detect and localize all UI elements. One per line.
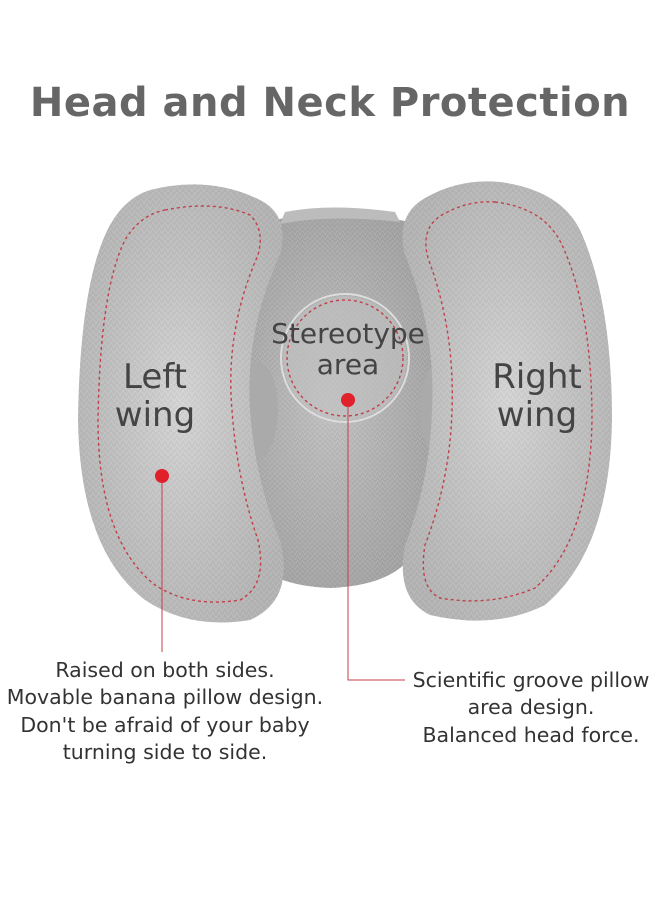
groove-circle xyxy=(280,293,410,423)
left-wing-marker-dot xyxy=(155,469,169,483)
stereotype-area-label: Stereotype area xyxy=(258,318,438,381)
left-wing-label: Left wing xyxy=(100,358,210,434)
stereotype-area-label-line: Stereotype xyxy=(271,317,425,350)
left-wing-label-line: Left xyxy=(123,357,187,397)
right-caption: Scientific groove pillow area design. Ba… xyxy=(402,667,660,749)
right-caption-line: Scientific groove pillow xyxy=(412,668,650,692)
left-caption-line: Movable banana pillow design. xyxy=(6,685,324,710)
stereotype-area-label-line: area xyxy=(316,348,380,382)
center-marker-dot xyxy=(341,393,355,407)
left-wing-shape xyxy=(78,184,284,623)
left-caption-line: Don't be afraid of your baby xyxy=(20,712,310,737)
page-title: Head and Neck Protection xyxy=(29,80,631,126)
right-wing-label-line: wing xyxy=(496,395,578,436)
right-wing-shape xyxy=(402,181,612,621)
left-caption: Raised on both sides. Movable banana pil… xyxy=(0,657,330,766)
right-caption-line: Balanced head force. xyxy=(422,722,640,747)
right-wing-label: Right wing xyxy=(478,358,596,434)
left-caption-line: turning side to side. xyxy=(62,739,268,764)
right-caption-line: area design. xyxy=(467,695,595,720)
center-leader-line xyxy=(347,407,405,681)
left-caption-line: Raised on both sides. xyxy=(55,658,275,682)
left-wing-label-line: wing xyxy=(114,395,196,436)
right-wing-label-line: Right xyxy=(492,357,582,397)
